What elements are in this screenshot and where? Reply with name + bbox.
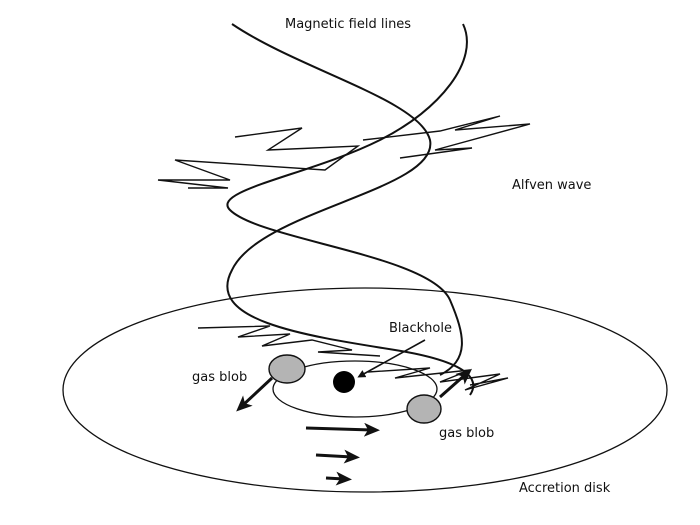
- label-magnetic-field-lines: Magnetic field lines: [285, 17, 411, 32]
- gas-blob-right-arrow: [439, 368, 472, 399]
- inner-orbit: [272, 360, 438, 418]
- disk-flow-arrow-1: [305, 422, 380, 437]
- label-gas-blob-right: gas blob: [439, 426, 494, 441]
- alfven-wave-zigzag-disk: [367, 367, 509, 391]
- label-blackhole: Blackhole: [389, 321, 452, 336]
- alfven-wave-zigzag-upper: [157, 127, 361, 189]
- alfven-wave-zigzag-lower: [197, 325, 381, 357]
- gas-blob-left-arrow: [236, 376, 274, 412]
- magnetic-field-line-1: [226, 23, 475, 396]
- blackhole: [333, 371, 355, 393]
- accretion-disk: [62, 287, 668, 493]
- label-gas-blob-left: gas blob: [192, 370, 247, 385]
- alfven-wave-zigzag-upper-right: [362, 115, 531, 159]
- magnetic-field-line-2: [226, 23, 468, 376]
- label-alfven-wave: Alfven wave: [512, 178, 591, 193]
- disk-flow-arrow-2: [315, 449, 360, 464]
- gas-blob-left: [268, 354, 306, 384]
- gas-blob-right: [406, 394, 442, 424]
- label-accretion-disk: Accretion disk: [519, 481, 611, 496]
- blackhole-pointer-arrow: [357, 339, 426, 378]
- disk-flow-arrow-3: [325, 471, 352, 486]
